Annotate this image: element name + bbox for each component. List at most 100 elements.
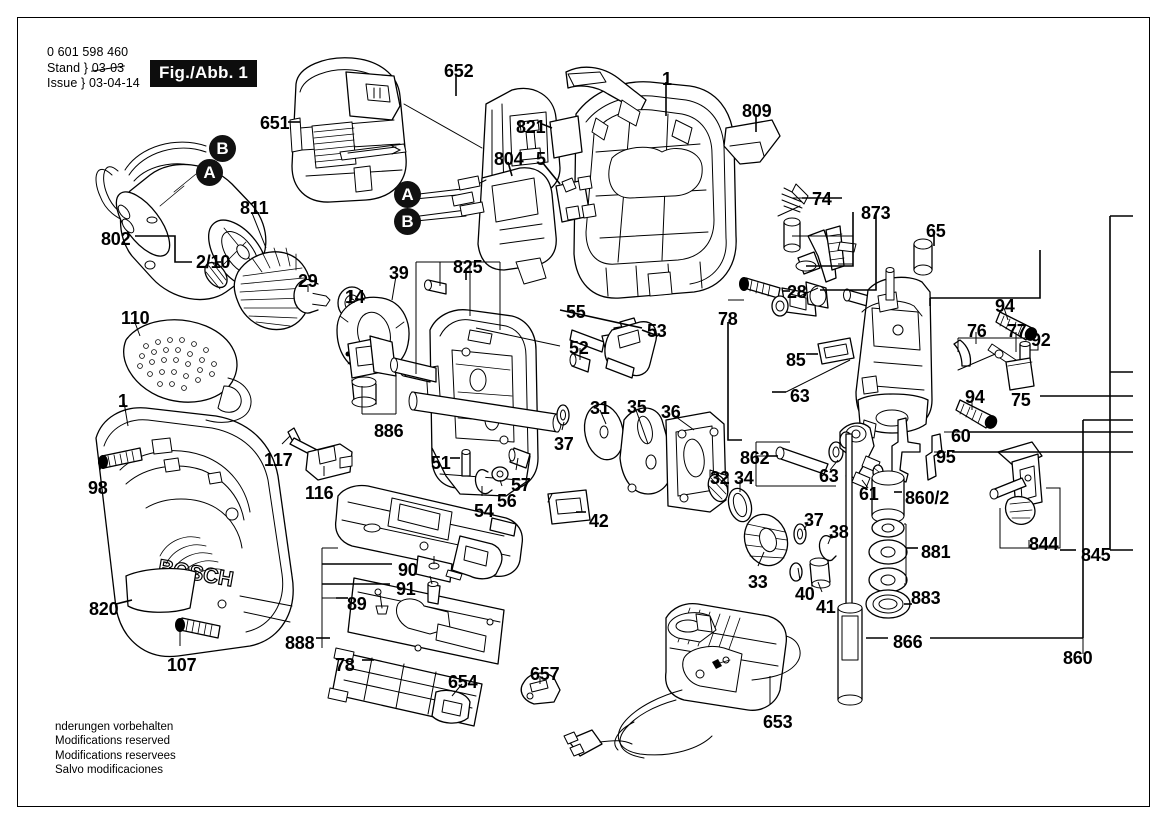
marker-a-top: A [196,159,223,186]
callout-862: 862 [740,448,770,468]
callout-809: 809 [742,101,772,121]
pins-and-guide [461,447,591,525]
callout-653: 653 [763,712,793,732]
callout-5: 5 [536,149,546,169]
callout-825: 825 [453,257,483,277]
callout-57: 57 [511,475,531,495]
battery-pack [289,57,561,203]
notice-en: Modifications reserved [55,735,171,748]
notice-de: nderungen vorbehalten [55,721,174,733]
callout-845: 845 [1081,545,1111,565]
callout-37: 37 [554,434,574,454]
callout-95: 95 [936,447,956,467]
base-plate-assembly [287,427,524,580]
charger [563,602,801,759]
callout-821: 821 [516,117,546,137]
sole-plate-group [327,555,561,727]
callout-54: 54 [474,501,494,521]
callout-654: 654 [448,672,478,692]
callout-883: 883 [911,588,941,608]
small-parts-right-of-gearbox [569,317,658,379]
callout-860/2: 860/2 [905,488,950,508]
callout-28: 28 [787,282,807,302]
main-housing [549,66,781,299]
marker-b-top: B [209,135,236,162]
callout-811: 811 [240,198,269,218]
callout-94: 94 [995,296,1015,316]
callout-14: 14 [345,287,365,307]
housing-shell-left: BOSCH [95,319,294,658]
callout-61: 61 [859,484,879,504]
callout-804: 804 [494,149,524,169]
notice-fr: Modifications reservees [55,749,176,762]
callout-78: 78 [718,309,738,329]
callout-873: 873 [861,203,891,223]
callout-98: 98 [88,478,108,498]
callout-65: 65 [926,221,946,241]
callout-35: 35 [627,397,647,417]
callout-52: 52 [569,338,589,358]
issue-label: Issue [47,76,78,90]
callout-32: 32 [710,468,730,488]
callout-866: 866 [893,632,923,652]
modifications-notice: nderungen vorbehalten Modifications rese… [55,720,176,778]
figure-badge: Fig./Abb. 1 [150,60,258,87]
callout-38: 38 [829,522,849,542]
callout-74: 74 [812,189,832,209]
callout-2/10: 2/10 [196,252,231,272]
callout-34: 34 [734,468,754,488]
part-number: 0 601 598 460 [47,45,129,59]
callout-1: 1 [662,69,672,89]
switch-assembly [401,167,597,285]
callout-31: 31 [590,398,610,418]
callout-652: 652 [444,61,474,81]
callout-1: 1 [118,391,128,411]
callout-56: 56 [497,491,517,511]
diagram-border [17,17,1150,807]
stand-label: Stand [47,60,81,75]
callout-117: 117 [264,450,293,470]
callout-820: 820 [89,599,119,619]
callout-63: 63 [790,386,810,406]
callout-40: 40 [795,584,815,604]
callout-77: 77 [1007,321,1027,341]
document-header: 0 601 598 460 Stand } 03-03 Issue } 03-0… [47,45,140,92]
callout-886: 886 [374,421,404,441]
callout-888: 888 [285,633,315,653]
callout-37: 37 [804,510,824,530]
leader-lines [99,74,1133,704]
callout-90: 90 [398,560,418,580]
callout-76: 76 [967,321,987,341]
callout-53: 53 [647,321,667,341]
marker-b-mid: B [394,208,421,235]
callout-42: 42 [589,511,609,531]
callout-91: 91 [396,579,416,599]
gear-train [556,403,837,589]
callout-33: 33 [748,572,768,592]
notice-es: Salvo modificaciones [55,764,164,777]
callout-844: 844 [1029,534,1059,554]
callout-85: 85 [786,350,806,370]
callout-51: 51 [431,453,451,473]
callout-116: 116 [305,483,334,503]
callout-55: 55 [566,302,586,322]
callout-802: 802 [101,229,131,249]
callout-41: 41 [816,597,836,617]
marker-a-mid: A [394,181,421,208]
callout-657: 657 [530,664,560,684]
stand-line: Stand } 03-03 [47,60,125,75]
spindle-assembly [739,183,1043,706]
callout-60: 60 [951,426,971,446]
callout-860: 860 [1063,648,1093,668]
callout-89: 89 [347,594,367,614]
issue-date: 03-04-14 [88,76,140,90]
callout-29: 29 [298,271,318,291]
callout-651: 651 [260,113,290,133]
callout-75: 75 [1011,390,1031,410]
callout-63: 63 [819,466,839,486]
callout-39: 39 [389,263,409,283]
callout-107: 107 [167,655,197,675]
issue-line: Issue } 03-04-14 [47,76,140,90]
